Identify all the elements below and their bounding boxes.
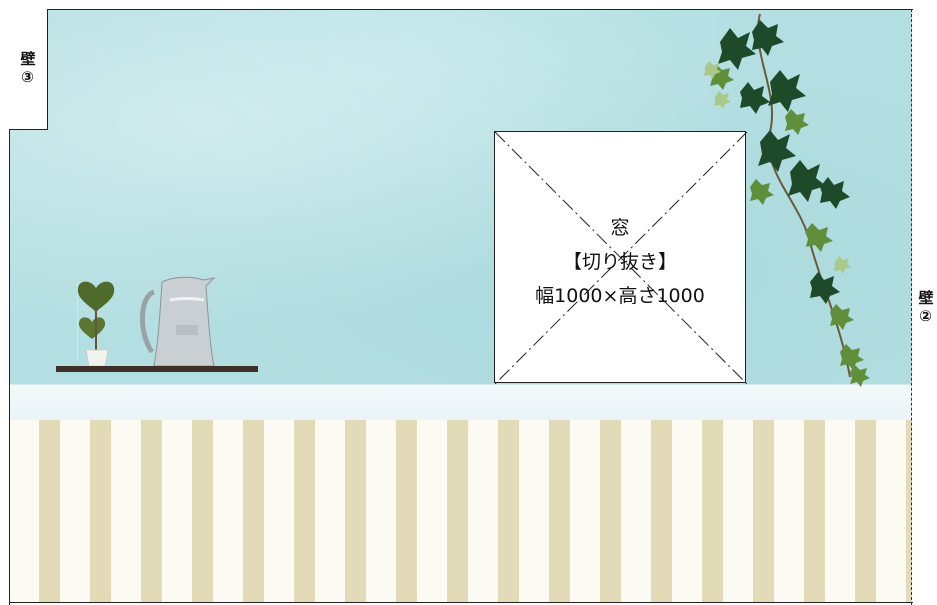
wall-boundary-dashed-line [911,9,912,605]
pitcher-icon [139,276,216,367]
window-cross-lines [495,132,747,384]
wall-label-2: 壁② [916,289,935,327]
topiary-plant [77,281,115,367]
frame-bottom-line [9,602,913,603]
window-cutout: 窓 【切り抜き】 幅1000×高さ1000 [494,131,747,384]
wall-label-3: 壁③ [18,50,37,88]
ivy-vine-decoration [704,13,870,387]
window-cutout-label: 【切り抜き】 [562,251,677,273]
window-dimensions: 幅1000×高さ1000 [535,285,705,307]
wall-label-box-3: 壁③ [9,9,48,130]
window-title: 窓 [610,217,630,239]
wall-label-box-2: 壁② [915,268,937,348]
chair-rail-band [9,384,912,421]
frame-left-line [9,9,10,605]
shelf-decoration [56,276,258,372]
frame-top-line [9,9,913,10]
shelf-board [56,366,258,372]
lower-wallpaper-stripes [9,420,912,602]
